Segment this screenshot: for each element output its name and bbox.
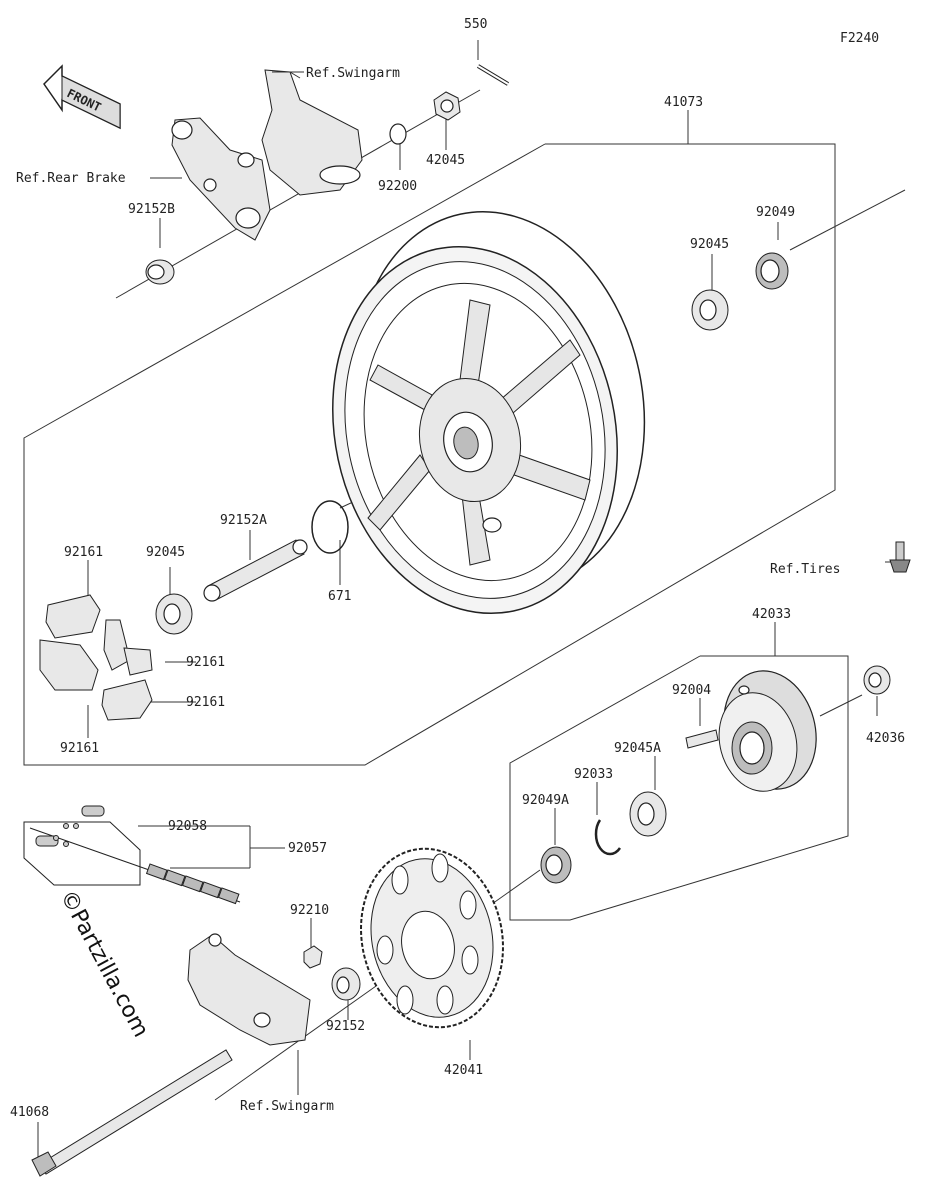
oil-seal-92049 — [755, 252, 789, 290]
rear-brake-bracket — [171, 117, 271, 241]
part-92004: 92004 — [672, 683, 711, 698]
collar-92152a — [203, 539, 308, 602]
axle-41068 — [31, 1049, 233, 1177]
circlip-92033 — [594, 819, 622, 856]
part-41073: 41073 — [664, 95, 703, 110]
swingarm-bracket-top — [261, 69, 363, 196]
rear-sprocket-42041 — [360, 847, 504, 1029]
part-92045-mid: 92045 — [146, 545, 185, 560]
ref-swingarm-bottom-label: Ref.Swingarm — [240, 1099, 334, 1114]
front-arrow-icon: FRONT — [43, 64, 121, 130]
sprocket-coupling-42033 — [718, 670, 817, 792]
cotter-pin-550 — [476, 64, 510, 86]
part-92152b: 92152B — [128, 202, 175, 217]
axle-nut-42045 — [433, 91, 461, 121]
part-550: 550 — [464, 17, 487, 32]
valve-stem-icon — [889, 541, 911, 573]
watermark: ©Partzilla.com — [55, 886, 153, 1041]
swingarm-bracket-bottom — [187, 933, 311, 1046]
part-92152a: 92152A — [220, 513, 267, 528]
oil-seal-92049a — [540, 846, 572, 884]
part-92058: 92058 — [168, 819, 207, 834]
bearing-92045a — [629, 791, 667, 837]
part-41068: 41068 — [10, 1105, 49, 1120]
part-92049: 92049 — [756, 205, 795, 220]
part-92161-b: 92161 — [186, 655, 225, 670]
collar-42036 — [863, 665, 891, 695]
figure-code: F2240 — [840, 31, 879, 46]
ref-tires-label: Ref.Tires — [770, 562, 840, 577]
part-92045a: 92045A — [614, 741, 661, 756]
part-92045-top: 92045 — [690, 237, 729, 252]
ref-rear-brake-label: Ref.Rear Brake — [16, 171, 126, 186]
part-42036: 42036 — [866, 731, 905, 746]
stud-92004 — [685, 729, 719, 749]
bearing-92045-top — [691, 289, 729, 331]
part-671: 671 — [328, 589, 351, 604]
damper-92161 — [39, 594, 153, 721]
collar-92152 — [331, 967, 361, 1001]
hub-group-frame — [509, 655, 849, 921]
part-92152: 92152 — [326, 1019, 365, 1034]
part-42033: 42033 — [752, 607, 791, 622]
collar-92152b — [145, 259, 175, 285]
part-92033: 92033 — [574, 767, 613, 782]
part-92161-c: 92161 — [186, 695, 225, 710]
part-92200: 92200 — [378, 179, 417, 194]
bearing-92045-mid — [155, 593, 193, 635]
part-92161-d: 92161 — [60, 741, 99, 756]
drive-chain-92057 — [23, 805, 241, 905]
o-ring-671 — [311, 500, 349, 554]
part-42045: 42045 — [426, 153, 465, 168]
part-42041: 42041 — [444, 1063, 483, 1078]
wheel-group-frame — [23, 143, 836, 766]
chain-joint-92058 — [35, 805, 105, 847]
part-92057: 92057 — [288, 841, 327, 856]
part-92161-a: 92161 — [64, 545, 103, 560]
rear-wheel-41073 — [332, 211, 646, 615]
part-92049a: 92049A — [522, 793, 569, 808]
ref-swingarm-top-label: Ref.Swingarm — [306, 66, 400, 81]
part-92210: 92210 — [290, 903, 329, 918]
nut-92210 — [303, 945, 323, 969]
washer-92200 — [389, 123, 407, 145]
